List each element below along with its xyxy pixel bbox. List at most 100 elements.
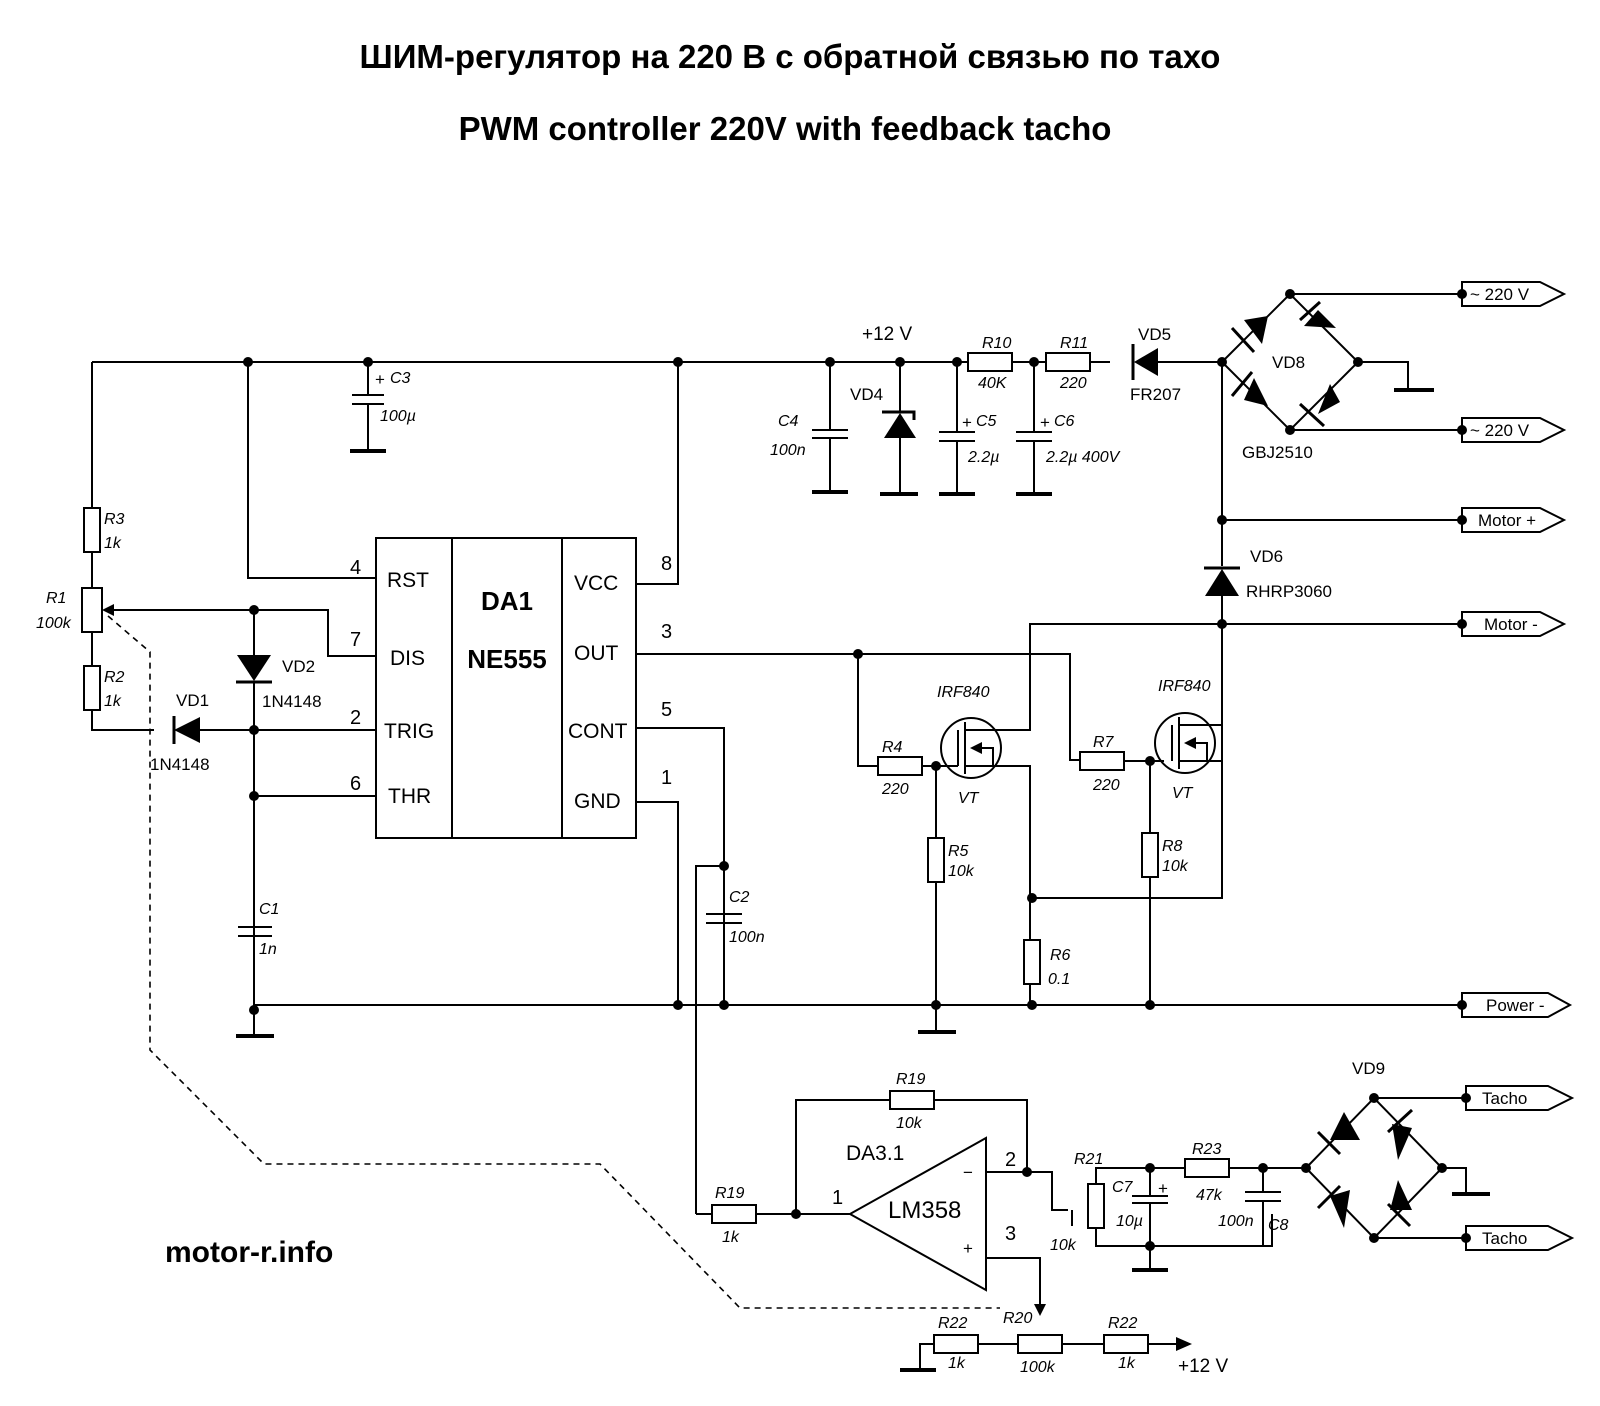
C7-ref: C7 — [1112, 1179, 1134, 1196]
pin-name-gnd: GND — [574, 790, 621, 813]
connector-tacho-1[interactable]: Tacho — [1465, 1085, 1575, 1111]
C1-ref: C1 — [259, 901, 279, 918]
R2-value: 1k — [104, 693, 122, 710]
VD1-ref: VD1 — [176, 691, 209, 710]
C2-ref: C2 — [729, 889, 750, 906]
VD5-ref: VD5 — [1138, 325, 1171, 344]
ic555-part: NE555 — [467, 644, 547, 674]
mosfet-VT1 — [940, 623, 1222, 1005]
supply-label: +12 V — [862, 324, 913, 345]
connector-ac1[interactable]: ~ 220 V — [1461, 281, 1567, 307]
mosfet-VT2 — [1027, 712, 1223, 903]
connector-motor-plus[interactable]: Motor + — [1461, 507, 1567, 533]
R5-value: 10k — [948, 863, 975, 880]
VD4-ref: VD4 — [850, 385, 883, 404]
potentiometer-R1 — [81, 587, 378, 666]
connector-tacho-1-label: Tacho — [1482, 1089, 1527, 1108]
VD6-ref: VD6 — [1250, 547, 1283, 566]
opamp-pin-inv: 2 — [1005, 1149, 1016, 1171]
R3-ref: R3 — [104, 511, 125, 528]
VT2-part: IRF840 — [1158, 678, 1211, 695]
R19b-ref: R19 — [715, 1185, 744, 1202]
R11-ref: R11 — [1060, 335, 1088, 352]
VT1-part: IRF840 — [937, 684, 990, 701]
VD8-ref: VD8 — [1272, 353, 1305, 372]
pin-name-thr: THR — [388, 785, 431, 808]
VT2-ref: VT — [1172, 785, 1194, 802]
vcc-wire — [636, 362, 679, 585]
ic-ne555 — [375, 537, 637, 839]
opamp-noninv-sign: + — [963, 1239, 973, 1258]
R4-ref: R4 — [882, 739, 903, 756]
diode-VD1 — [172, 716, 378, 744]
C5-value: 2.2µ — [967, 449, 999, 466]
reset-wire — [247, 362, 378, 579]
R7-value: 220 — [1092, 777, 1120, 794]
R22a-ref: R22 — [938, 1315, 967, 1332]
connector-power-minus[interactable]: Power - — [1461, 992, 1573, 1018]
resistor-R5 — [927, 766, 945, 1005]
R21-value: 10k — [1050, 1237, 1077, 1254]
pin-name-trig: TRIG — [384, 720, 434, 743]
VD2-ref: VD2 — [282, 657, 315, 676]
R5-ref: R5 — [948, 843, 969, 860]
ic555-ref: DA1 — [481, 586, 533, 616]
C3-ref: C3 — [390, 370, 411, 387]
diode-VD5 — [1131, 344, 1158, 380]
connector-ac2[interactable]: ~ 220 V — [1461, 417, 1567, 443]
pin-num-3: 3 — [661, 621, 672, 643]
R6-value: 0.1 — [1048, 971, 1070, 988]
R19b-value: 1k — [722, 1229, 740, 1246]
R23-ref: R23 — [1192, 1141, 1221, 1158]
title-russian: ШИМ-регулятор на 220 В с обратной связью… — [360, 38, 1221, 75]
R8-ref: R8 — [1162, 838, 1183, 855]
resistor-R19-input — [696, 1204, 850, 1224]
resistor-R3 — [83, 362, 101, 588]
capacitor-C4 — [812, 362, 848, 494]
C5-plus: + — [962, 413, 972, 432]
C6-value: 2.2µ 400V — [1045, 449, 1121, 466]
pin-name-cont: CONT — [568, 720, 628, 743]
R1-ref: R1 — [46, 590, 66, 607]
opamp-ref: DA3.1 — [846, 1142, 904, 1165]
R3-value: 1k — [104, 535, 122, 552]
resistor-R2 — [83, 665, 154, 731]
R11-value: 220 — [1059, 375, 1087, 392]
R20-value: 100k — [1020, 1359, 1056, 1376]
VD8-value: GBJ2510 — [1242, 443, 1313, 462]
pin-num-2: 2 — [350, 707, 361, 729]
bridge-VD9 — [1301, 1093, 1490, 1243]
connector-motor-minus-label: Motor - — [1484, 615, 1538, 634]
C4-value: 100n — [770, 442, 806, 459]
connector-motor-minus[interactable]: Motor - — [1461, 611, 1567, 637]
C3-plus: + — [375, 370, 385, 389]
resistor-R6 — [1023, 939, 1041, 985]
C4-ref: C4 — [778, 413, 799, 430]
resistor-R19-feedback — [795, 1090, 1028, 1214]
title-english: PWM controller 220V with feedback tacho — [459, 110, 1112, 147]
R10-ref: R10 — [982, 335, 1011, 352]
R2-ref: R2 — [104, 669, 125, 686]
resistor-R11 — [1045, 352, 1091, 372]
pin-num-7: 7 — [350, 629, 361, 651]
reference-divider — [900, 1334, 1192, 1372]
connector-tacho-2[interactable]: Tacho — [1465, 1225, 1575, 1251]
potentiometer-R21 — [1071, 1167, 1273, 1247]
gnd-wire — [636, 801, 679, 1005]
connector-power-minus-label: Power - — [1486, 996, 1545, 1015]
R21-ref: R21 — [1074, 1151, 1103, 1168]
connector-ac2-label: ~ 220 V — [1470, 421, 1530, 440]
opamp-pin-out: 1 — [832, 1187, 843, 1209]
pin-name-dis: DIS — [390, 647, 425, 670]
C5-ref: C5 — [976, 413, 997, 430]
R4-value: 220 — [881, 781, 909, 798]
R19a-ref: R19 — [896, 1071, 925, 1088]
VT1-ref: VT — [958, 790, 980, 807]
VD6-value: RHRP3060 — [1246, 582, 1332, 601]
cont-wire — [636, 727, 725, 1005]
ground-rail — [254, 1000, 1467, 1034]
capacitor-C7 — [1132, 1163, 1168, 1272]
supply-label-bottom: +12 V — [1178, 1356, 1229, 1377]
capacitor-C5 — [939, 362, 975, 496]
opamp-pin-noninv: 3 — [1005, 1223, 1016, 1245]
